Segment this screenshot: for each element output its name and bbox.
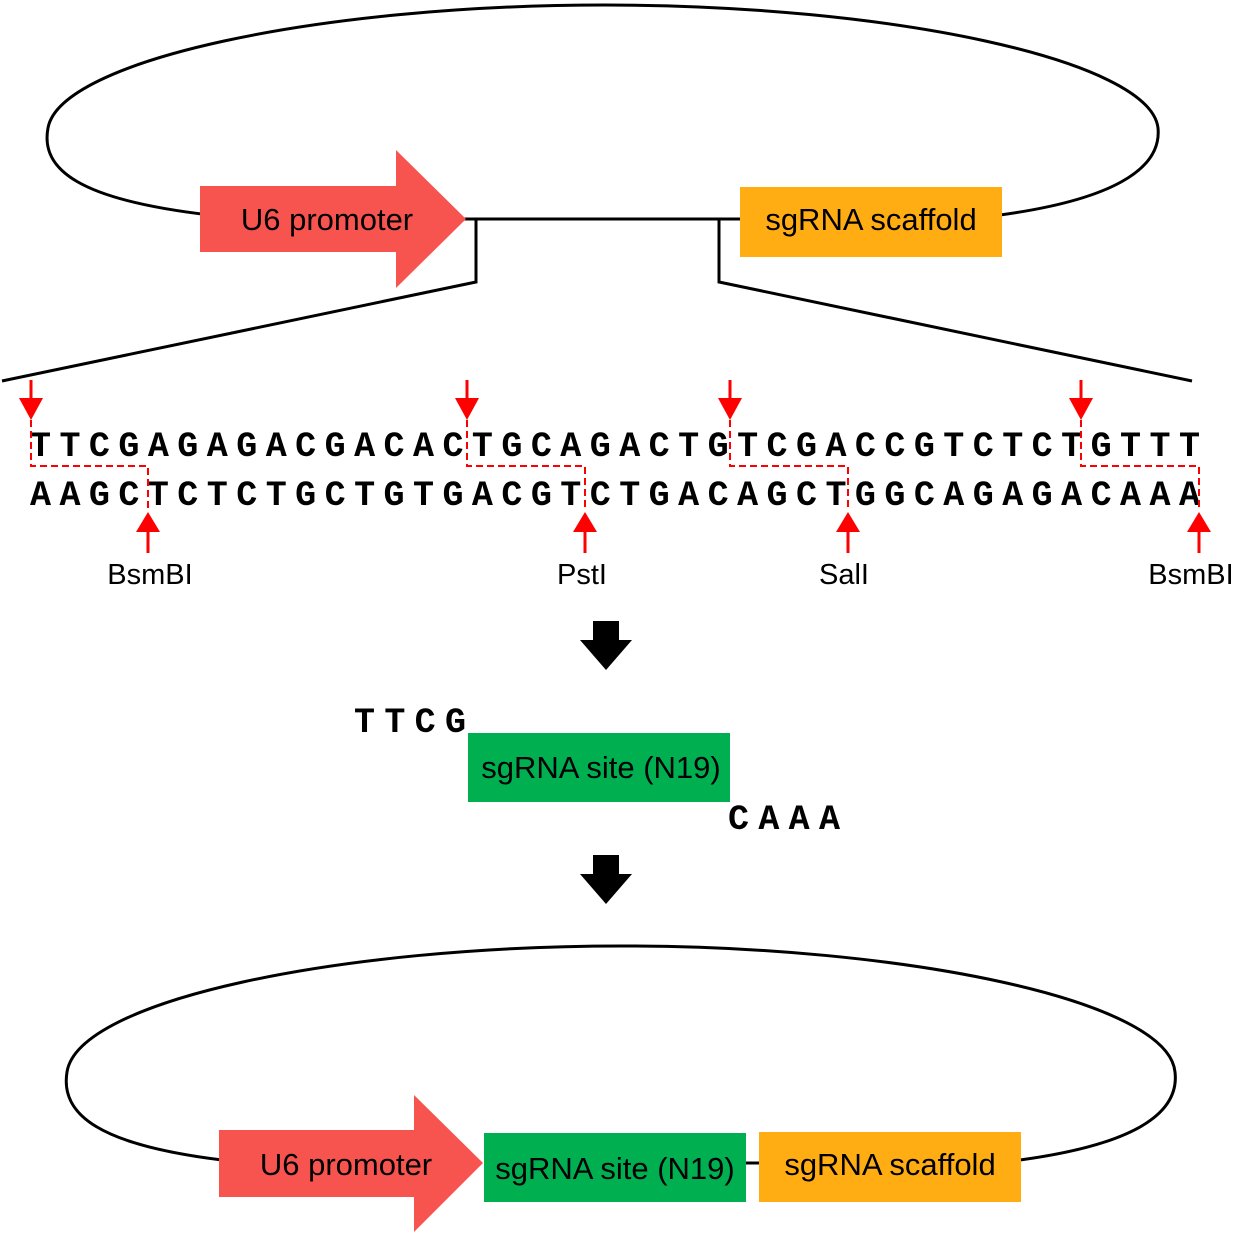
enzyme-label-psti: PstI — [557, 559, 607, 591]
top-promoter-label: U6 promoter — [241, 202, 413, 237]
top-plasmid: U6 promoter sgRNA scaffold — [1, 3, 1193, 383]
cut-path-bsmbi-right — [1080, 420, 1200, 510]
bottom-promoter-arrow — [219, 1095, 483, 1232]
insert-box — [468, 733, 730, 802]
zoom-line-right — [717, 219, 1193, 383]
bottom-insert-box — [484, 1133, 746, 1202]
top-scaffold-box — [740, 187, 1002, 257]
cut-path-sali — [729, 420, 849, 510]
cut-arrow-bottom-3 — [836, 512, 860, 553]
insert-oligo: TTCG sgRNA site (N19) CAAA — [354, 703, 840, 840]
bottom-plasmid: U6 promoter sgRNA site (N19) sgRNA scaff… — [64, 944, 1177, 1232]
cut-path-psti — [466, 420, 586, 510]
bottom-promoter-label: U6 promoter — [260, 1147, 432, 1182]
cut-arrow-top-3 — [718, 380, 742, 420]
top-strand: TTCGAGAGACGACACTGCAGACTGTCGACCGTCTCTGTTT — [30, 427, 1200, 467]
cut-arrow-top-2 — [455, 380, 479, 420]
enzyme-label-bsmbi-left: BsmBI — [107, 559, 192, 591]
bottom-scaffold-label: sgRNA scaffold — [784, 1147, 995, 1182]
top-plasmid-backbone — [45, 3, 1160, 217]
enzyme-label-bsmbi-right: BsmBI — [1148, 559, 1233, 591]
sequence-region: TTCGAGAGACGACACTGCAGACTGTCGACCGTCTCTGTTT… — [19, 380, 1234, 591]
bottom-insert-label: sgRNA site (N19) — [495, 1151, 734, 1186]
cut-path-bsmbi-left — [30, 420, 149, 510]
top-promoter-arrow — [200, 150, 466, 288]
cut-arrow-bottom-2 — [573, 512, 597, 553]
zoom-line-left — [1, 219, 478, 383]
insert-overhang-bottom: CAAA — [728, 800, 840, 840]
top-scaffold-label: sgRNA scaffold — [765, 202, 976, 237]
down-arrow-icon — [580, 621, 632, 670]
insert-label: sgRNA site (N19) — [481, 750, 720, 785]
down-arrow-icon — [580, 855, 632, 904]
enzyme-label-sali: SalI — [819, 559, 869, 591]
cut-arrow-bottom-1 — [136, 512, 160, 553]
bottom-plasmid-backbone — [64, 944, 1177, 1162]
insert-overhang-top: TTCG — [354, 703, 466, 743]
bottom-scaffold-box — [759, 1132, 1021, 1202]
cut-arrow-bottom-4 — [1187, 512, 1211, 553]
cut-arrow-top-4 — [1069, 380, 1093, 420]
bottom-strand: AAGCTCTCTGCTGTGACGTCTGACAGCTGGCAGAGACAAA — [30, 476, 1200, 516]
cut-arrow-top-1 — [19, 380, 43, 420]
